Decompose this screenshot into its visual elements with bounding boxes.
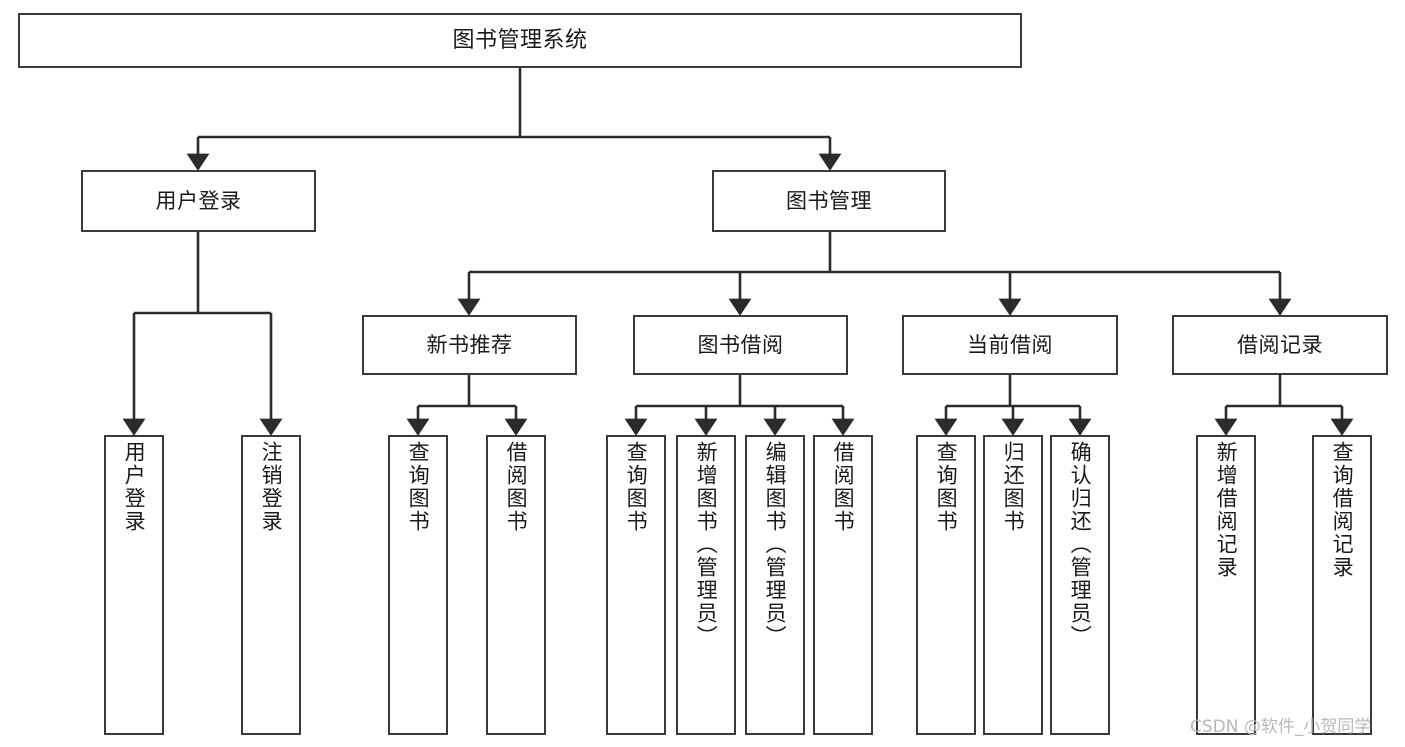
node-label: 查询图书 xyxy=(934,441,959,533)
node-label: 注销登录 xyxy=(259,441,284,533)
node-user-login[interactable]: 用户登录 xyxy=(81,170,316,232)
node-book-management[interactable]: 图书管理 xyxy=(712,170,946,232)
leaf-new-books-borrow[interactable]: 借阅图书 xyxy=(486,435,546,735)
node-label: 用户登录 xyxy=(155,188,242,213)
node-label: 用户登录 xyxy=(122,441,147,533)
node-label: 借阅图书 xyxy=(504,441,529,533)
node-label: 借阅记录 xyxy=(1237,332,1323,357)
leaf-user-login-logout[interactable]: 注销登录 xyxy=(241,435,301,735)
leaf-borrowing-query[interactable]: 查询图书 xyxy=(606,435,666,735)
node-label: 图书管理系统 xyxy=(452,27,588,53)
leaf-user-login-login[interactable]: 用户登录 xyxy=(104,435,164,735)
leaf-records-add-record[interactable]: 新增借阅记录 xyxy=(1196,435,1256,735)
node-label: 查询图书 xyxy=(406,441,431,533)
leaf-records-query-record[interactable]: 查询借阅记录 xyxy=(1312,435,1372,735)
leaf-new-books-query[interactable]: 查询图书 xyxy=(388,435,448,735)
leaf-current-query[interactable]: 查询图书 xyxy=(916,435,976,735)
node-label: 查询借阅记录 xyxy=(1330,441,1355,579)
node-label: 新增借阅记录 xyxy=(1214,441,1239,579)
node-book-borrowing[interactable]: 图书借阅 xyxy=(633,315,848,375)
node-borrowing-records[interactable]: 借阅记录 xyxy=(1172,315,1388,375)
node-label: 确认归还（管理员） xyxy=(1068,441,1093,648)
node-label: 编辑图书（管理员） xyxy=(763,441,788,648)
leaf-borrowing-add-book-admin[interactable]: 新增图书（管理员） xyxy=(676,435,736,735)
node-label: 图书借阅 xyxy=(697,332,784,357)
csdn-watermark: CSDN @软件_小贺同学 xyxy=(1190,717,1372,737)
leaf-current-return-book[interactable]: 归还图书 xyxy=(983,435,1043,735)
node-label: 新书推荐 xyxy=(426,332,513,357)
node-label: 借阅图书 xyxy=(831,441,856,533)
node-new-book-recommendation[interactable]: 新书推荐 xyxy=(362,315,577,375)
node-label: 新增图书（管理员） xyxy=(694,441,719,648)
node-label: 查询图书 xyxy=(624,441,649,533)
node-label: 图书管理 xyxy=(786,188,872,213)
node-current-borrowing[interactable]: 当前借阅 xyxy=(902,315,1118,375)
node-label: 当前借阅 xyxy=(967,332,1053,357)
node-label: 归还图书 xyxy=(1001,441,1026,533)
leaf-borrowing-edit-book-admin[interactable]: 编辑图书（管理员） xyxy=(745,435,805,735)
leaf-borrowing-borrow-book[interactable]: 借阅图书 xyxy=(813,435,873,735)
node-root-system[interactable]: 图书管理系统 xyxy=(18,13,1022,68)
leaf-current-confirm-return-admin[interactable]: 确认归还（管理员） xyxy=(1050,435,1110,735)
